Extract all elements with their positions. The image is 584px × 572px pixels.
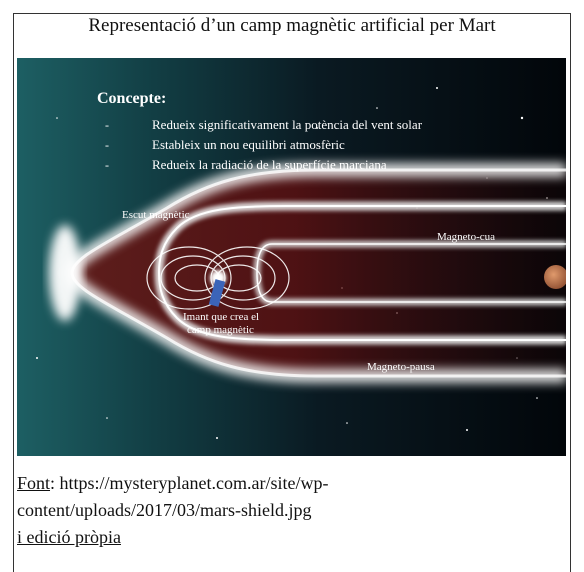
- source-url-part1: https://mysteryplanet.com.ar/site/wp-: [59, 473, 329, 493]
- label-escut-magnetic: Escut magnètic: [122, 209, 190, 221]
- caption-line-1: Font: https://mysteryplanet.com.ar/site/…: [17, 470, 537, 497]
- bullet-text: Estableix un nou equilibri atmosfèric: [152, 137, 345, 152]
- label-imant-line1: Imant que crea el: [183, 311, 259, 323]
- bullet-marker: -: [105, 138, 109, 152]
- shield-red-region: [72, 170, 566, 376]
- label-imant-line2: camp magnètic: [187, 324, 254, 336]
- source-separator: :: [50, 473, 60, 493]
- bullet-text: Redueix significativament la potència de…: [152, 117, 423, 132]
- mars-planet: [544, 265, 566, 289]
- figure-caption: Font: https://mysteryplanet.com.ar/site/…: [17, 470, 537, 551]
- figure-frame: [13, 13, 571, 572]
- bullet-marker: -: [105, 158, 109, 172]
- figure-title: Representació d’un camp magnètic artific…: [88, 15, 496, 36]
- label-magneto-cua: Magneto-cua: [437, 231, 495, 243]
- mars-shield-diagram: Concepte: - Redueix significativament la…: [17, 58, 566, 456]
- source-label: Font: [17, 473, 51, 493]
- label-magneto-pausa: Magneto-pausa: [367, 361, 435, 373]
- bullet-text: Redueix la radiació de la superfície mar…: [152, 157, 387, 172]
- magnet: [208, 279, 226, 307]
- source-url-part2: content/uploads/2017/03/mars-shield.jpg: [17, 500, 312, 520]
- concept-heading: Concepte:: [97, 90, 166, 107]
- edit-note: i edició pròpia: [17, 527, 121, 547]
- bullet-marker: -: [105, 118, 109, 132]
